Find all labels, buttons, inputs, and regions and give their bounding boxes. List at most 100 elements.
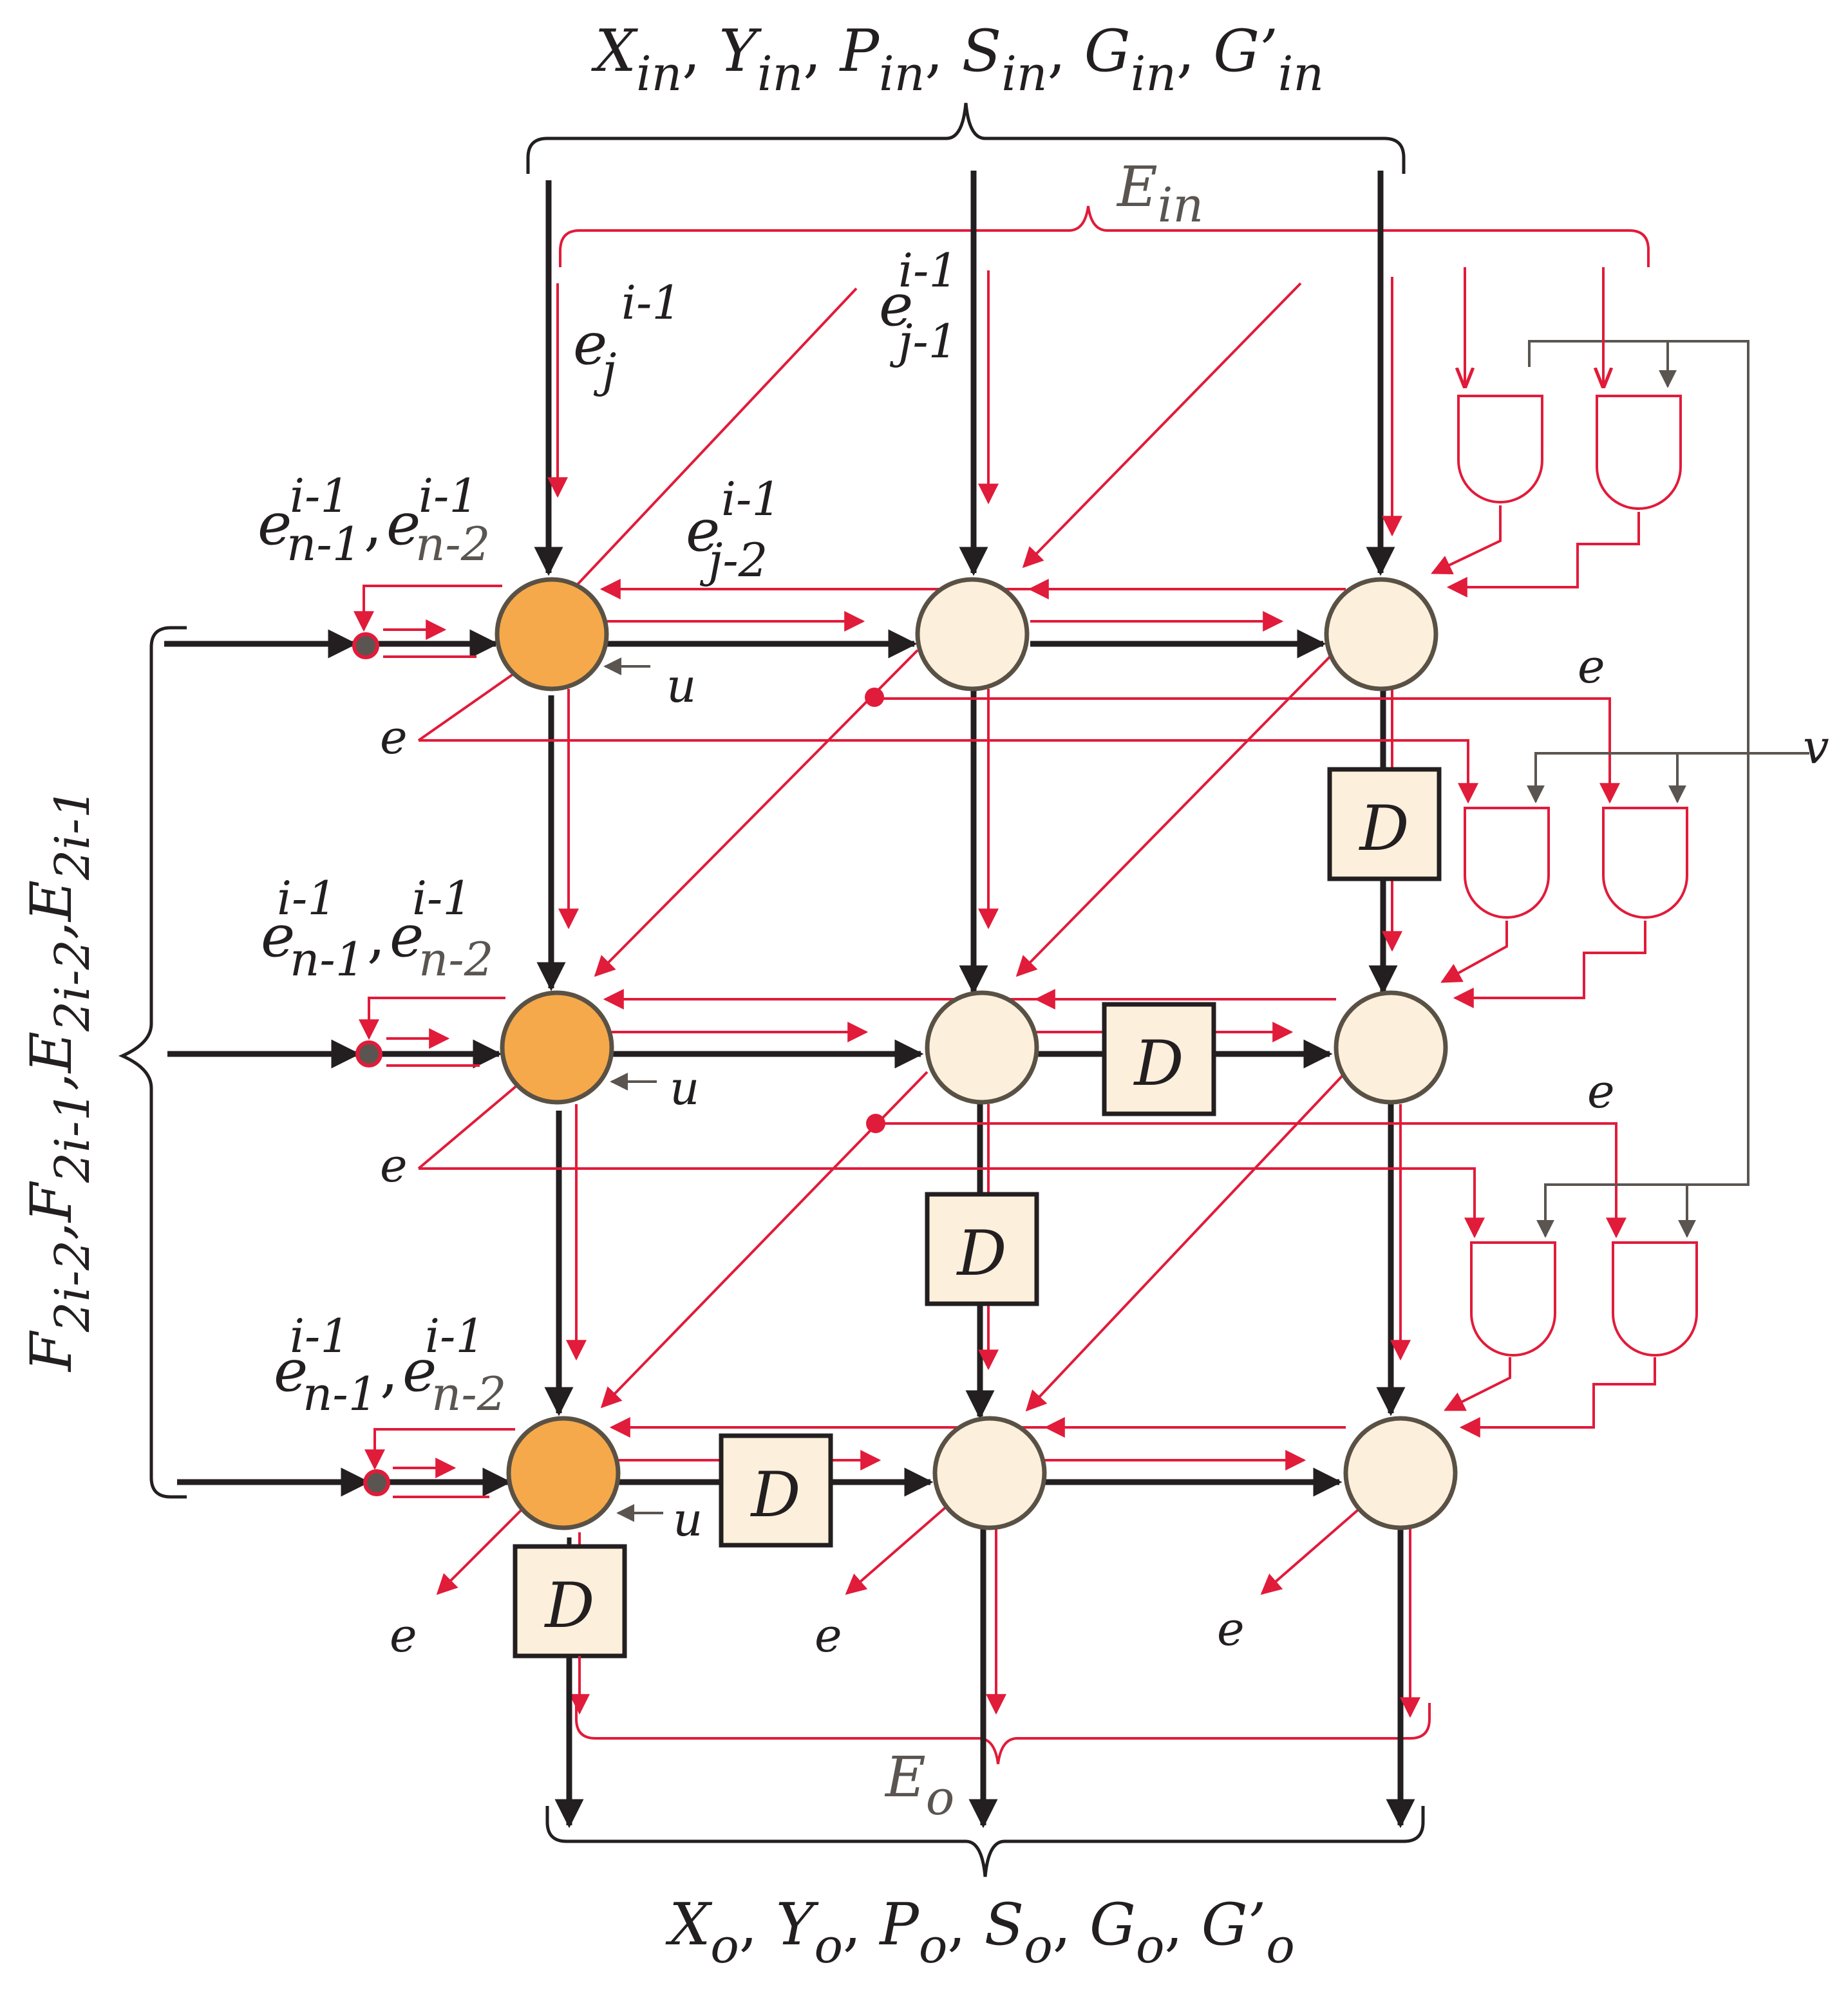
and-gate-group-middle <box>1440 807 1688 1008</box>
pe-active-r3c1 <box>506 1416 621 1530</box>
svg-text:i-1: i-1 <box>621 276 681 330</box>
delay-label: D <box>750 1459 801 1531</box>
label-e-n-row2: i-1 e n-1 , i-1 e n-2 <box>261 871 494 986</box>
red-vertical-signals <box>547 270 1420 1718</box>
svg-text:e: e <box>1587 1064 1615 1118</box>
svg-text:e: e <box>815 1608 842 1662</box>
e-o-brace <box>575 1703 1431 1765</box>
svg-text:,: , <box>364 491 382 558</box>
svg-text:j-1: j-1 <box>889 314 957 368</box>
svg-text:e: e <box>573 310 607 378</box>
pe-active-r1c1 <box>495 577 609 691</box>
label-e-n-row3: i-1 e n-1 , i-1 e n-2 <box>274 1309 507 1421</box>
delay-label: D <box>1133 1028 1184 1100</box>
svg-text:i-1: i-1 <box>412 871 472 925</box>
e-labels: e e e e e e e <box>380 639 1615 1662</box>
and-gate-group-bottom <box>1444 1241 1698 1438</box>
svg-text:i-1: i-1 <box>721 472 781 526</box>
pe-active-r2c1 <box>500 990 614 1105</box>
left-input-brace <box>118 626 187 1499</box>
svg-text:n-1: n-1 <box>290 932 365 986</box>
delay-elements: D D D D D <box>513 767 1442 1700</box>
label-e-j-1: i-1 e j-1 <box>879 243 958 368</box>
top-input-brace <box>526 102 1406 174</box>
svg-text:e: e <box>879 272 913 339</box>
svg-text:e: e <box>402 1337 437 1405</box>
junction-node-row1 <box>352 632 379 659</box>
svg-text:e: e <box>380 710 408 764</box>
svg-text:F2i-2,F2i-1,E2i-2,E2i-1: F2i-2,F2i-1,E2i-2,E2i-1 <box>18 788 100 1373</box>
and-gate <box>1596 395 1682 510</box>
delay-label: D <box>956 1217 1007 1290</box>
delay-box <box>925 1192 1039 1306</box>
u-labels: u u u <box>666 659 702 1546</box>
svg-text:e: e <box>1217 1602 1245 1656</box>
svg-text:e: e <box>390 1608 417 1662</box>
svg-text:e: e <box>261 903 295 970</box>
svg-text:e: e <box>380 1138 408 1192</box>
delay-box <box>1327 767 1442 881</box>
svg-text:,: , <box>380 1337 399 1405</box>
svg-text:j-2: j-2 <box>699 533 768 587</box>
delay-label: D <box>544 1570 595 1642</box>
bottom-bus-label: Xo, Yo, Po, So, Go, G’o <box>665 1891 1295 1974</box>
svg-text:n-1: n-1 <box>303 1367 378 1421</box>
svg-text:n-2: n-2 <box>419 932 494 986</box>
junction-node-row3 <box>363 1469 390 1496</box>
top-bus-label: Xin, Yin, Pin, Sin, Gin, G’in <box>591 17 1324 102</box>
black-horizontal-paths <box>164 629 1343 1497</box>
delay-label: D <box>1359 793 1410 865</box>
and-gate <box>1470 1241 1556 1357</box>
e-o-label: Eo <box>884 1745 954 1826</box>
svg-text:i-1: i-1 <box>290 1309 350 1363</box>
pe-r3c3 <box>1343 1416 1458 1530</box>
delay-box <box>1102 1002 1216 1116</box>
svg-text:e: e <box>274 1337 308 1405</box>
svg-text:i-1: i-1 <box>898 243 958 297</box>
svg-text:e: e <box>386 491 420 558</box>
svg-text:e: e <box>390 903 424 970</box>
junction-node-row2 <box>355 1040 382 1067</box>
delay-box <box>719 1433 833 1548</box>
svg-text:e: e <box>258 491 292 558</box>
pe-r1c3 <box>1324 577 1438 691</box>
left-bus-label: F2i-2,F2i-1,E2i-2,E2i-1 <box>18 788 100 1373</box>
e-distribution-lines <box>419 688 1626 1239</box>
svg-text:u: u <box>666 659 696 713</box>
and-gate <box>1457 395 1543 503</box>
label-e-j-2: i-1 e j-2 <box>686 472 781 587</box>
v-control-line <box>1527 340 1809 1238</box>
svg-text:i-1: i-1 <box>425 1309 485 1363</box>
bottom-output-brace <box>545 1806 1425 1877</box>
left-feedback-loops <box>352 585 515 1498</box>
svg-text:e: e <box>686 497 720 565</box>
svg-text:i-1: i-1 <box>277 871 337 925</box>
u-pointers <box>603 657 663 1522</box>
svg-text:i-1: i-1 <box>290 469 350 523</box>
v-label: v <box>1803 720 1829 774</box>
and-gate <box>1612 1241 1698 1357</box>
label-e-n-row1: i-1 e n-1 , i-1 e n-2 <box>258 469 491 571</box>
svg-text:u: u <box>673 1492 702 1546</box>
svg-text:,: , <box>367 903 386 970</box>
e-split-dot-2 <box>866 1114 885 1133</box>
e-in-label: Ein <box>1116 155 1203 233</box>
svg-text:u: u <box>670 1061 699 1115</box>
and-gate <box>1464 807 1550 919</box>
svg-text:n-2: n-2 <box>415 517 491 571</box>
processing-elements <box>495 577 1458 1530</box>
e-in-brace <box>559 205 1650 267</box>
pe-r2c2 <box>925 990 1039 1105</box>
and-gate-group-top <box>1431 267 1682 597</box>
pe-r3c2 <box>932 1416 1047 1530</box>
and-gate <box>1602 807 1688 919</box>
delay-box <box>513 1544 627 1658</box>
svg-text:i-1: i-1 <box>419 469 478 523</box>
svg-text:n-1: n-1 <box>287 517 362 571</box>
e-split-dot-1 <box>865 688 884 707</box>
pe-r1c2 <box>915 577 1030 691</box>
label-e-j: i-1 e j <box>573 276 681 397</box>
pe-r2c3 <box>1334 990 1448 1105</box>
